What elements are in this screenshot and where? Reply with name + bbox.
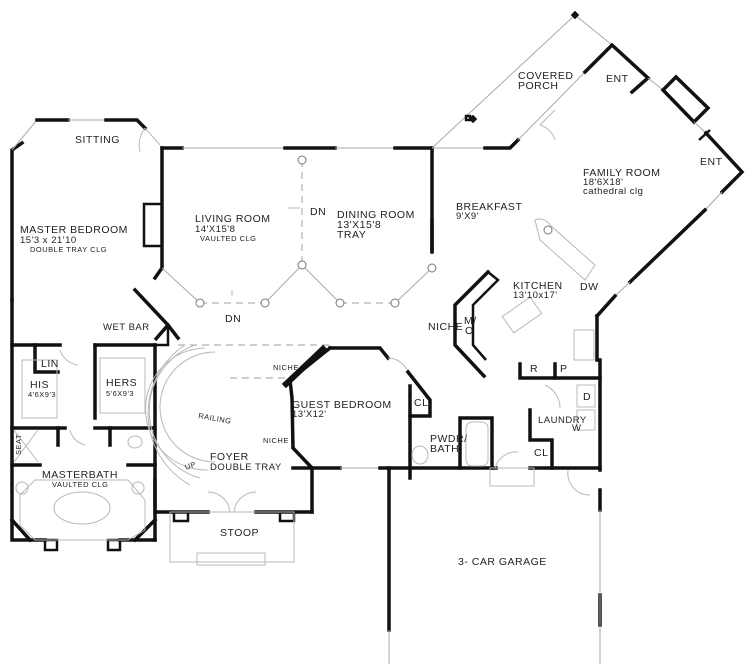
room-note-master-bedroom: DOUBLE TRAY CLG: [30, 245, 107, 254]
wet-bar-label: WET BAR: [103, 322, 150, 333]
niche-label-kitchen: NICHE: [428, 321, 463, 333]
room-label-family-room: FAMILY ROOM: [583, 167, 660, 179]
room-label-kitchen: KITCHEN: [513, 280, 563, 292]
shower-seat-label: SEAT: [14, 434, 23, 455]
room-label-laundry: LAUNDRY: [538, 415, 587, 426]
room-size-hers-closet: 5'6X9'3: [106, 389, 134, 398]
living-dining-walls: [160, 146, 437, 308]
room-label-his-closet: HIS: [30, 379, 49, 391]
stair-up-label: UP: [184, 460, 198, 472]
room-label-covered-porch-1: COVERED: [518, 70, 573, 82]
room-label-hers-closet: HERS: [106, 377, 137, 389]
entertainment-center-label-right: ENT: [700, 156, 723, 168]
room-label-breakfast: BREAKFAST: [456, 201, 522, 213]
closet-label-guest: CL: [414, 397, 428, 409]
room-label-garage: 3- CAR GARAGE: [458, 556, 547, 568]
master-bath-walls: [9, 298, 158, 552]
pantry-label: P: [560, 363, 568, 375]
room-label-guest-bedroom: GUEST BEDROOM: [292, 399, 392, 411]
microwave-oven-label-1: M/: [464, 315, 477, 327]
niche-label-foyer-side: NICHE: [263, 436, 289, 445]
room-note-living-room: VAULTED CLG: [200, 234, 256, 243]
kitchen-walls: [430, 218, 602, 472]
room-label-dining-room: DINING ROOM: [337, 209, 415, 221]
room-label-masterbath: MASTERBATH: [42, 469, 118, 481]
room-label-foyer: FOYER: [210, 451, 249, 463]
guest-service-walls: [291, 346, 602, 664]
niche-label-foyer-top: NICHE: [273, 363, 299, 372]
room-note-family-room: cathedral clg: [583, 186, 643, 197]
foyer-walls: [132, 287, 333, 566]
room-size-living-room: 14'X15'8: [195, 224, 235, 235]
dn-arrow-label-hall: DN: [225, 313, 241, 325]
refrigerator-label: R: [530, 363, 538, 375]
washer-label: W: [572, 423, 581, 434]
closet-label-laundry: CL: [534, 447, 548, 459]
room-label-living-room: LIVING ROOM: [195, 213, 271, 225]
room-size-breakfast: 9'X9': [456, 211, 479, 222]
room-size-master-bedroom: 15'3 x 21'10: [20, 235, 77, 246]
room-label-sitting: SITTING: [75, 134, 120, 146]
room-label-master-bedroom: MASTER BEDROOM: [20, 224, 128, 236]
room-size-guest-bedroom: 13'X12': [292, 409, 327, 420]
room-size-kitchen: 13'10x17': [513, 290, 558, 301]
room-note-masterbath: VAULTED CLG: [52, 480, 108, 489]
railing-label: RAILING: [198, 411, 233, 426]
room-label-powder-bath-2: BATH: [430, 443, 459, 455]
room-size-his-closet: 4'6X9'3: [28, 390, 56, 399]
room-size-family-room: 18'6X18': [583, 177, 623, 188]
dishwasher-label: DW: [580, 281, 599, 293]
room-size-dining-room: 13'X15'8: [337, 219, 381, 231]
master-suite-walls: [10, 118, 164, 302]
room-note-foyer: DOUBLE TRAY: [210, 462, 282, 473]
microwave-oven-label-2: O: [465, 325, 474, 337]
porch-family-walls: [431, 10, 745, 319]
room-label-powder-bath-1: PWDR/: [430, 433, 468, 445]
entertainment-center-label-top: ENT: [606, 73, 629, 85]
dryer-label: D: [583, 391, 591, 403]
room-label-covered-porch-2: PORCH: [518, 80, 558, 92]
linen-closet-label: LIN: [41, 358, 59, 370]
room-note-dining-room: TRAY: [337, 229, 366, 241]
room-label-stoop: STOOP: [220, 527, 259, 539]
dn-arrow-label-living: DN: [310, 206, 326, 218]
